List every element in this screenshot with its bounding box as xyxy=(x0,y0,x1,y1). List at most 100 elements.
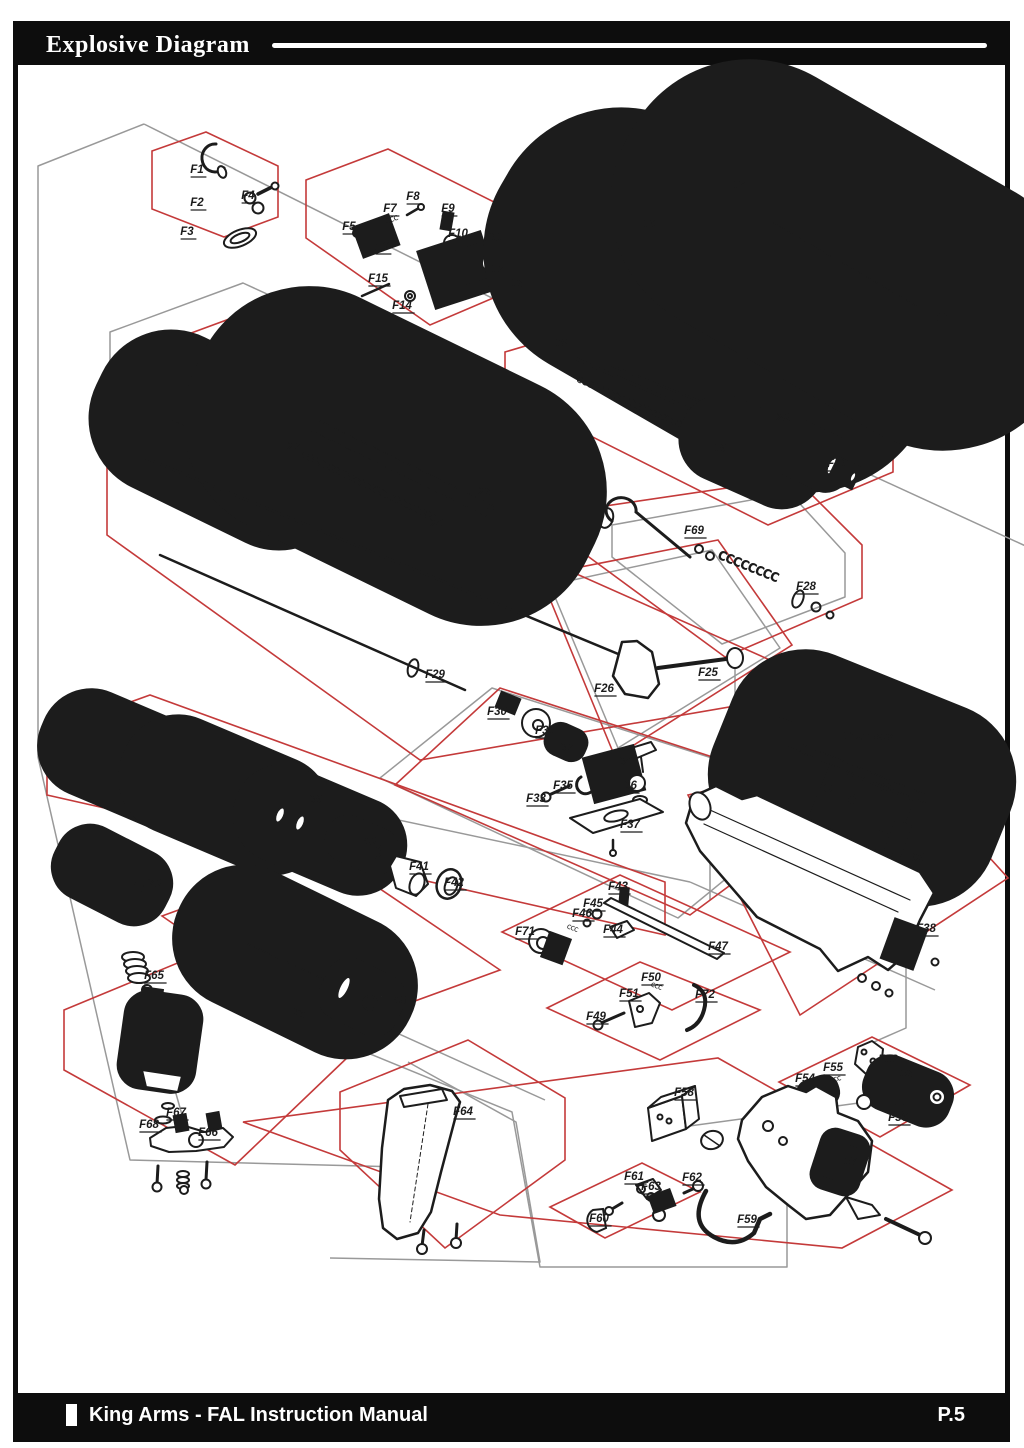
part-F57-screw-head xyxy=(918,1231,932,1245)
part-motor-cap xyxy=(141,1069,183,1093)
part-grip-screw1-head xyxy=(416,1243,428,1255)
part-F67-washer xyxy=(161,1102,175,1110)
part-F62-head xyxy=(692,1180,704,1192)
part-F41-cone xyxy=(389,855,429,897)
part-label-F36-34: F36 xyxy=(617,780,637,792)
part-F57-screw xyxy=(884,1217,922,1237)
part-label-F60-58: F60 xyxy=(589,1213,609,1225)
part-F46-spring: ccc xyxy=(565,921,580,934)
red-group-box-0 xyxy=(151,131,279,238)
part-label-F12-11: F12 xyxy=(483,264,503,276)
part-F65-motor-spring-3 xyxy=(127,972,151,984)
part-F49-screw xyxy=(599,1011,626,1025)
part-label-F30-28: F30 xyxy=(487,706,507,718)
part-F31-knob xyxy=(521,708,551,738)
part-gearbox-nozzle xyxy=(770,716,810,752)
part-F45-bit xyxy=(591,908,603,920)
part-gearbox-line2 xyxy=(795,741,925,795)
part-label-F14-13: F14 xyxy=(392,300,412,312)
part-F38-ring xyxy=(688,791,712,821)
part-F23-cover xyxy=(183,286,607,626)
part-label-F72-71: F72 xyxy=(695,989,715,1001)
part-F48-hole xyxy=(362,995,378,1011)
part-label-F8-7: F8 xyxy=(406,191,420,203)
part-F63-bit2 xyxy=(646,1192,656,1202)
part-F40-muzzle xyxy=(324,814,400,876)
part-F8-screw xyxy=(405,206,421,217)
part-motor-line xyxy=(149,1014,159,1071)
part-label-F33-31: F33 xyxy=(526,793,546,805)
part-gearbox-leg2 xyxy=(883,819,913,857)
part-label-F19-18: F19 xyxy=(706,443,726,455)
part-F69-knob xyxy=(597,507,615,529)
part-label-F37-35: F37 xyxy=(620,819,640,831)
part-gearbox-hole2 xyxy=(881,783,891,793)
part-F57-hole2 xyxy=(778,1136,788,1146)
part-F30-tip xyxy=(494,690,522,716)
part-F56-screw-head xyxy=(856,1094,872,1110)
part-F31-inner xyxy=(532,719,544,731)
part-label-F47-45: F47 xyxy=(708,941,728,953)
part-label-F24-23: F24 xyxy=(423,518,443,530)
footer-manual-title: King Arms - FAL Instruction Manual xyxy=(89,1403,428,1426)
part-label-F44-42: F44 xyxy=(603,924,623,936)
part-F28-end xyxy=(791,589,805,609)
part-label-F65-63: F65 xyxy=(904,852,924,864)
part-label-F1-0: F1 xyxy=(190,164,203,176)
part-F61-pivot xyxy=(636,1184,646,1194)
red-group-box-18 xyxy=(500,874,792,1011)
part-F3-swivel-inner xyxy=(229,231,251,245)
gray-line-0 xyxy=(37,123,441,1169)
part-label-F61-59: F61 xyxy=(624,1171,644,1183)
part-F38-screw4 xyxy=(930,957,940,967)
part-F47-rail xyxy=(603,897,725,960)
part-label-F55-53: F55 xyxy=(823,1062,843,1074)
page-footer: King Arms - FAL Instruction Manual P.5 xyxy=(18,1393,1005,1437)
gray-line-5 xyxy=(611,492,846,645)
part-label-F52-50: F52 xyxy=(878,1054,898,1066)
part-F37-plate xyxy=(569,798,664,834)
part-label-F26-25: F26 xyxy=(594,683,614,695)
part-F42-ring-inner xyxy=(443,876,459,896)
part-F64-slot xyxy=(399,1088,448,1108)
part-grip-screw2-head xyxy=(450,1237,462,1249)
part-label-F50-48: F50 xyxy=(641,972,661,984)
part-motor-screw2-head xyxy=(179,1185,189,1195)
part-F21-tip2 xyxy=(848,471,858,483)
part-F70-end xyxy=(131,879,145,897)
part-F17-hole xyxy=(937,313,947,323)
part-F33-head xyxy=(540,791,552,803)
part-F23-curl xyxy=(486,489,502,511)
part-label-F18-17: F18 xyxy=(547,338,567,350)
part-label-F65-64: F65 xyxy=(144,970,164,982)
part-F60-screw xyxy=(610,1201,624,1211)
gray-line-7 xyxy=(549,549,781,749)
part-label-F59-57: F59 xyxy=(737,1214,757,1226)
part-label-F2-1: F2 xyxy=(190,197,204,209)
part-label-F10-9: F10 xyxy=(448,228,468,240)
part-F56-pin xyxy=(893,1099,905,1117)
part-F70-tube xyxy=(50,823,174,927)
red-group-box-16 xyxy=(548,1162,702,1239)
part-label-F54-52: F54 xyxy=(795,1073,815,1085)
part-F17-slot1 xyxy=(771,221,921,309)
part-label-F25-24: F25 xyxy=(698,667,718,679)
part-F23-line1 xyxy=(309,429,489,518)
part-label-F69-68: F69 xyxy=(684,525,704,537)
part-motor-screw3 xyxy=(204,1160,209,1182)
part-F37-hole xyxy=(603,809,629,823)
part-F66-prong2 xyxy=(205,1110,223,1132)
red-group-box-17 xyxy=(545,961,762,1061)
part-F52-hole1 xyxy=(860,1048,868,1056)
part-F46-bit xyxy=(582,918,592,928)
part-label-F34-32: F34 xyxy=(612,756,632,768)
part-F60-screw-head xyxy=(604,1206,614,1216)
part-label-F71-70: F71 xyxy=(515,926,535,938)
part-label-F7-6: F7 xyxy=(383,203,397,215)
part-F58-hole2 xyxy=(665,1117,673,1125)
part-F51-hole xyxy=(636,1005,644,1013)
part-F60-cap xyxy=(586,1207,608,1234)
part-label-F13-12: F13 xyxy=(503,278,523,290)
part-label-F5-4: F5 xyxy=(342,221,356,233)
part-F36-knob xyxy=(628,774,646,792)
